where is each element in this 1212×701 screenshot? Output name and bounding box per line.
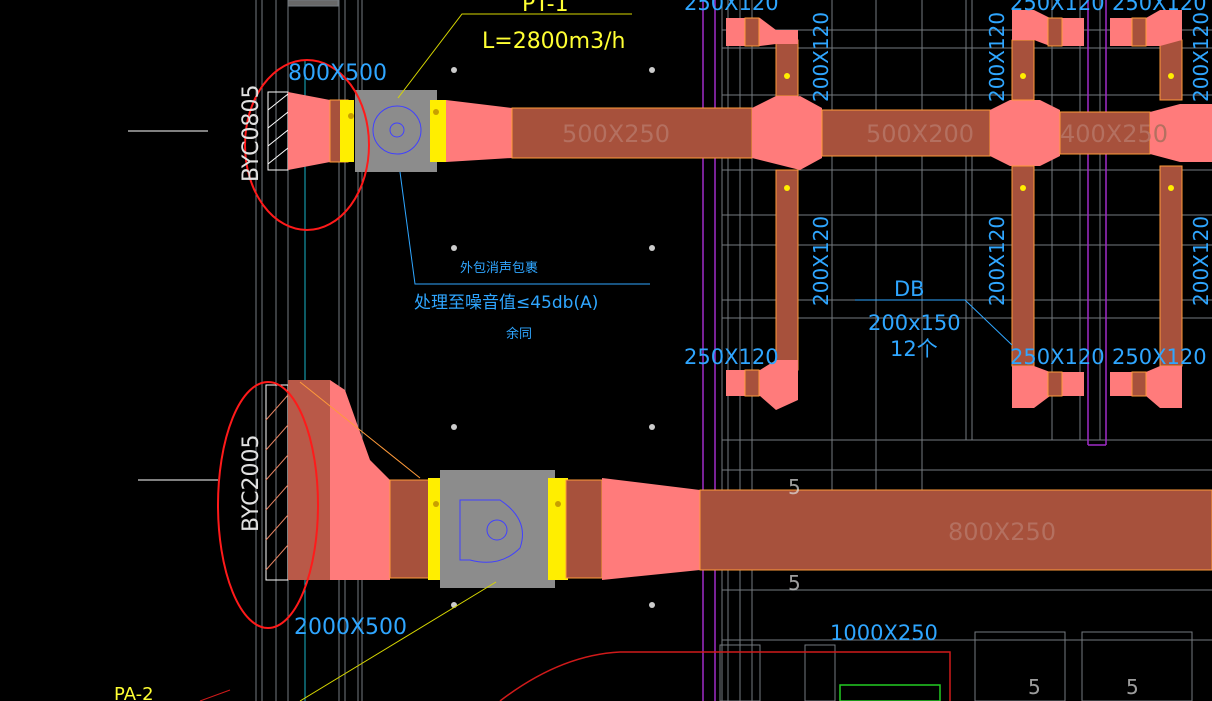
duct-bottom-main: 800X250 xyxy=(948,518,1056,546)
tee-label-left: 250X120 xyxy=(684,345,779,369)
branch-ducts xyxy=(726,10,1183,410)
mark-5-a: 5 xyxy=(788,475,801,499)
inlet-top-size: 800X500 xyxy=(288,61,387,86)
db-count: 12个 xyxy=(890,337,938,361)
mark-5-c: 5 xyxy=(1028,675,1041,699)
inlet-bottom-size: 2000X500 xyxy=(294,615,407,640)
bottom-duct-size: 1000X250 xyxy=(830,621,938,645)
unit-top: BYC0805 xyxy=(239,85,264,182)
duct-main-top: 500X250 xyxy=(562,120,670,148)
bottom-duct-run xyxy=(265,380,1212,588)
note-line-2: 处理至噪音值≤45db(A) xyxy=(414,293,598,313)
branch-label-4: 200X120 xyxy=(985,216,1009,306)
mark-5-b: 5 xyxy=(788,571,801,595)
unit-bottom: BYC2005 xyxy=(239,435,264,532)
branch-label-3: 200X120 xyxy=(985,12,1009,102)
duct-mid-top: 500X200 xyxy=(866,120,974,148)
branch-label-6: 200X120 xyxy=(1189,216,1212,306)
ceiling-dots xyxy=(451,67,655,608)
branch-label-1: 200X120 xyxy=(809,12,833,102)
top-fan-tag: PT-1 xyxy=(522,0,569,17)
top-duct-run xyxy=(267,90,1212,172)
branch-label-5: 200X120 xyxy=(1189,12,1212,102)
tee-label-top-mid: 250X120 xyxy=(1010,0,1105,15)
markup-ellipse-top xyxy=(244,59,370,231)
green-box xyxy=(839,684,941,701)
red-arc xyxy=(499,651,951,701)
tee-label-top-left: 250X120 xyxy=(684,0,779,15)
red-leader xyxy=(199,689,231,701)
duct-right-top: 400X250 xyxy=(1060,120,1168,148)
db-title: DB xyxy=(894,277,925,301)
db-size: 200x150 xyxy=(868,311,961,335)
top-fan-flow: L=2800m3/h xyxy=(482,29,625,54)
bottom-left-tag: PA-2 xyxy=(114,684,154,701)
markup-ellipse-bottom xyxy=(217,381,319,629)
tee-label-top-right: 250X120 xyxy=(1112,0,1207,15)
note-line-1: 外包消声包裹 xyxy=(460,261,538,276)
leaders xyxy=(128,13,1013,701)
tee-label-mid: 250X120 xyxy=(1010,345,1105,369)
mark-5-d: 5 xyxy=(1126,675,1139,699)
tee-label-right: 250X120 xyxy=(1112,345,1207,369)
branch-label-2: 200X120 xyxy=(809,216,833,306)
note-line-3: 余同 xyxy=(506,326,532,342)
